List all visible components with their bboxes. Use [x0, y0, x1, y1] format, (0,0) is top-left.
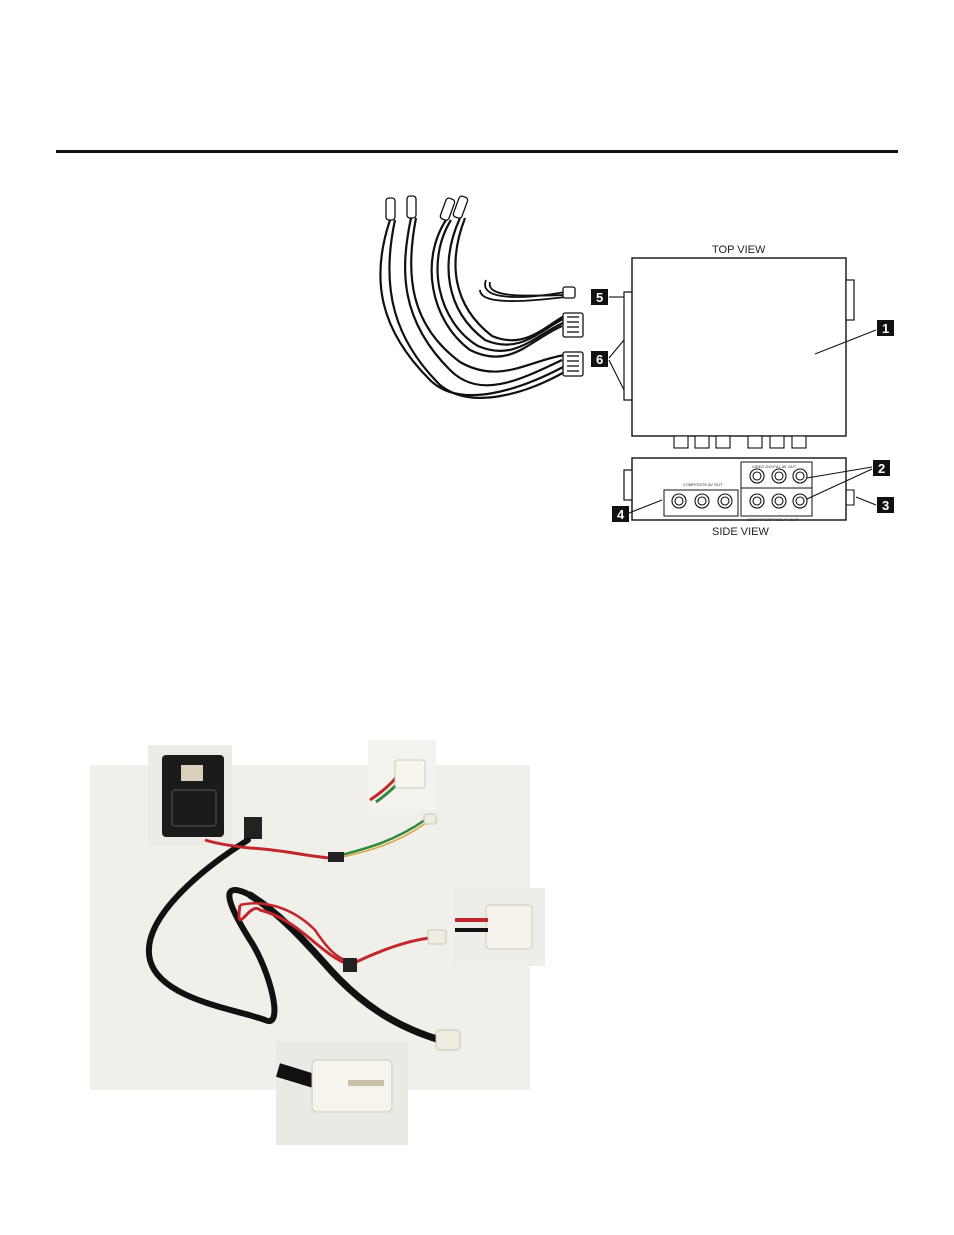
harness-photo	[0, 0, 954, 1235]
